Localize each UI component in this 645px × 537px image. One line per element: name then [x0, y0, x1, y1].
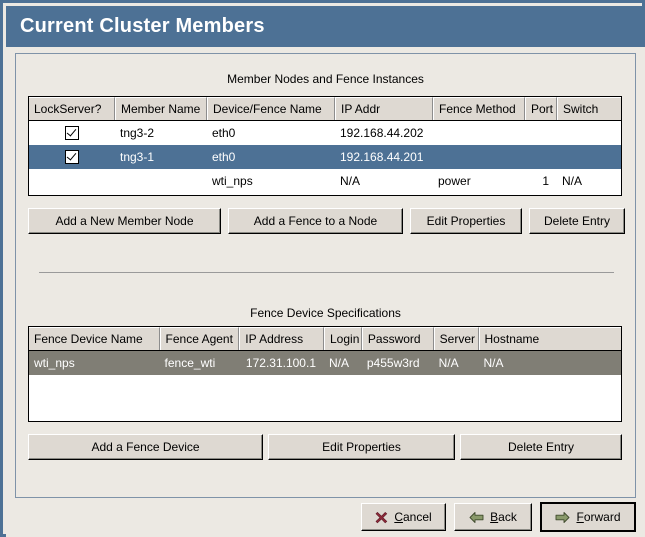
col-device-name[interactable]: Device/Fence Name [207, 97, 335, 120]
cell-password: p455w3rd [366, 356, 420, 370]
fence-section-title: Fence Device Specifications [250, 306, 401, 320]
cell-device-name: eth0 [212, 126, 236, 140]
cell-device-name: eth0 [212, 150, 236, 164]
cell-hostname: N/A [483, 356, 504, 370]
member-nodes-table[interactable]: LockServer? Member Name Device/Fence Nam… [28, 96, 622, 196]
cell-port [525, 121, 557, 145]
cell-ip-address: 172.31.100.1 [245, 356, 316, 370]
add-fence-to-node-button[interactable]: Add a Fence to a Node [228, 208, 403, 234]
col-password[interactable]: Password [361, 327, 434, 350]
cancel-button[interactable]: Cancel [361, 503, 446, 531]
cell-fence-method [433, 121, 525, 145]
cell-switch [557, 145, 621, 169]
col-port[interactable]: Port [525, 97, 557, 120]
cell-switch [557, 121, 621, 145]
forward-label: Forward [576, 510, 621, 524]
fence-devices-table[interactable]: Fence Device Name Fence Agent IP Address… [28, 326, 622, 422]
col-ip-addr[interactable]: IP Addr [335, 97, 433, 120]
add-fence-device-button[interactable]: Add a Fence Device [28, 434, 263, 460]
cell-fence-method: power [438, 174, 471, 188]
cell-port [525, 145, 557, 169]
cell-member-name: tng3-2 [120, 126, 155, 140]
cell-member-name [115, 169, 207, 193]
content-panel: Member Nodes and Fence Instances LockSer… [15, 53, 636, 498]
fence-edit-properties-button[interactable]: Edit Properties [268, 434, 455, 460]
cell-fence-device-name: wti_nps [34, 356, 75, 370]
col-server[interactable]: Server [433, 327, 479, 350]
col-fence-agent[interactable]: Fence Agent [159, 327, 240, 350]
arrow-right-icon [555, 511, 570, 524]
cell-lockserver[interactable] [29, 169, 115, 193]
member-table-body: tng3-2 eth0 192.168.44.202 tng3-1 eth0 192.16… [29, 121, 621, 193]
back-button[interactable]: Back [454, 503, 532, 531]
cell-member-name: tng3-1 [120, 150, 155, 164]
cell-lockserver[interactable] [29, 121, 115, 145]
fence-table-row[interactable]: wti_nps fence_wti 172.31.100.1 N/A p455w3rd N… [29, 351, 621, 375]
col-fence-device-name[interactable]: Fence Device Name [29, 327, 160, 350]
fence-table-header: Fence Device Name Fence Agent IP Address… [29, 327, 621, 351]
member-edit-properties-button[interactable]: Edit Properties [410, 208, 522, 234]
cell-fence-agent: fence_wti [164, 356, 216, 370]
member-delete-entry-button[interactable]: Delete Entry [529, 208, 625, 234]
forward-button[interactable]: Forward [540, 502, 636, 532]
col-member-name[interactable]: Member Name [115, 97, 207, 120]
cell-ip-addr: N/A [340, 174, 361, 188]
checkbox-checked-icon[interactable] [65, 125, 79, 140]
cell-device-name: wti_nps [212, 174, 253, 188]
window-title: Current Cluster Members [20, 15, 265, 37]
col-lockserver[interactable]: LockServer? [29, 97, 115, 120]
col-switch[interactable]: Switch [557, 97, 621, 120]
arrow-left-icon [469, 511, 484, 524]
cell-switch: N/A [562, 174, 583, 188]
cell-ip-addr: 192.168.44.202 [340, 126, 424, 140]
col-fence-method[interactable]: Fence Method [433, 97, 525, 120]
member-table-row[interactable]: tng3-2 eth0 192.168.44.202 [29, 121, 621, 145]
add-new-member-node-button[interactable]: Add a New Member Node [28, 208, 221, 234]
checkbox-checked-icon[interactable] [65, 149, 79, 164]
fence-delete-entry-button[interactable]: Delete Entry [460, 434, 622, 460]
col-login[interactable]: Login [324, 327, 362, 350]
cell-lockserver[interactable] [29, 145, 115, 169]
cell-port: 1 [542, 174, 549, 188]
fence-table-body: wti_nps fence_wti 172.31.100.1 N/A p455w3rd N… [29, 351, 621, 375]
cell-server: N/A [438, 356, 459, 370]
member-table-row[interactable]: tng3-1 eth0 192.168.44.201 [29, 145, 621, 169]
section-separator [39, 272, 614, 273]
dialog-content: Member Nodes and Fence Instances LockSer… [6, 47, 645, 537]
cancel-label: Cancel [394, 510, 432, 524]
cell-ip-addr: 192.168.44.201 [340, 150, 424, 164]
title-bar: Current Cluster Members [6, 6, 645, 47]
cell-fence-method [433, 145, 525, 169]
member-table-header: LockServer? Member Name Device/Fence Nam… [29, 97, 621, 121]
col-ip-address[interactable]: IP Address [239, 327, 324, 350]
member-table-row[interactable]: wti_nps N/A power 1 N/A [29, 169, 621, 193]
member-section-title: Member Nodes and Fence Instances [227, 72, 424, 86]
cancel-x-icon [375, 511, 388, 524]
back-label: Back [490, 510, 517, 524]
cell-login: N/A [329, 356, 350, 370]
col-hostname[interactable]: Hostname [478, 327, 621, 350]
